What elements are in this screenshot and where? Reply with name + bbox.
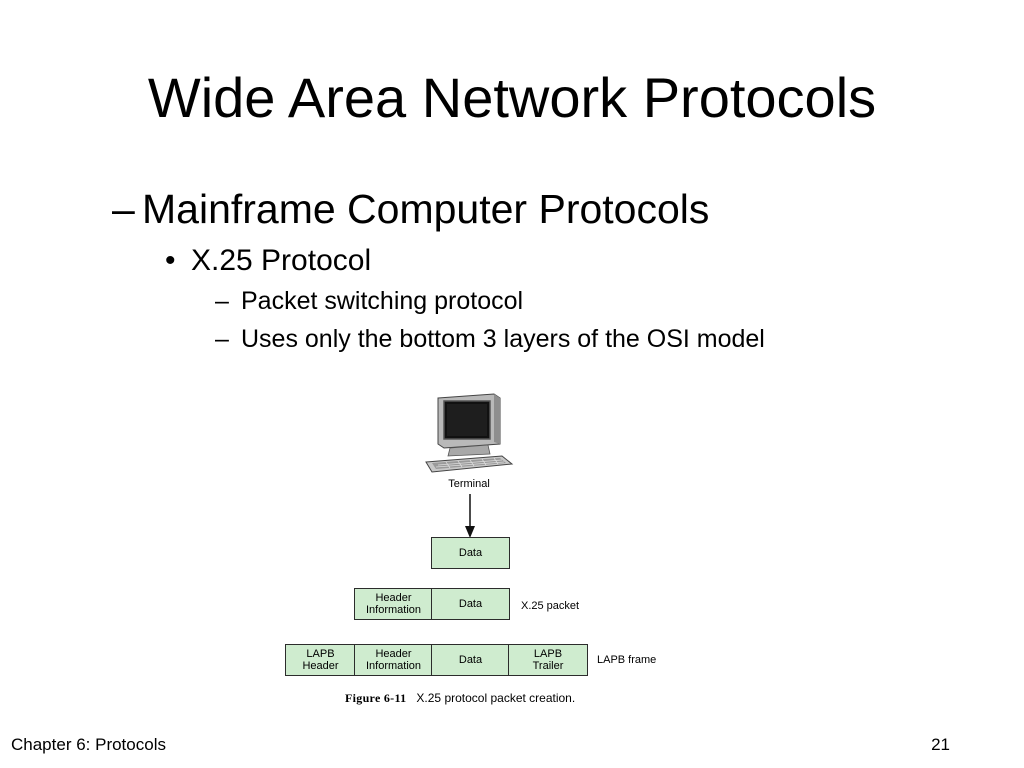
lapb-trailer-box: LAPB Trailer: [508, 644, 588, 676]
dash-marker: –: [215, 325, 229, 353]
arrow-down-icon: [465, 494, 475, 538]
x25-packet-label: X.25 packet: [521, 600, 580, 612]
figure-caption: Figure 6-11 X.25 protocol packet creation…: [345, 691, 575, 706]
bullet-level3-text: Uses only the bottom 3 layers of the OSI…: [241, 325, 765, 353]
header-information-box: Header Information: [354, 588, 433, 620]
bullet-level2-text: X.25 Protocol: [191, 244, 372, 277]
dash-marker: –: [215, 287, 229, 315]
bullet-level3-item: – Packet switching protocol: [215, 286, 781, 316]
bullet-level3-text: Packet switching protocol: [241, 287, 524, 315]
bullet-marker: •: [165, 244, 176, 277]
figure-number: Figure 6-11: [345, 691, 407, 705]
figure-caption-text: X.25 protocol packet creation.: [416, 691, 576, 705]
terminal-computer-icon: [425, 393, 514, 473]
bullet-level2: • X.25 Protocol: [165, 243, 371, 279]
bullet-level1: –Mainframe Computer Protocols: [112, 184, 709, 234]
terminal-label: Terminal: [448, 478, 490, 490]
bullet-level3-item: – Uses only the bottom 3 layers of the O…: [215, 324, 781, 354]
slide-title: Wide Area Network Protocols: [147, 66, 877, 129]
data-box: Data: [431, 588, 510, 620]
data-box: Data: [431, 644, 510, 676]
dash-marker: –: [112, 186, 135, 232]
lapb-header-box: LAPB Header: [285, 644, 356, 676]
bullet-level1-text: Mainframe Computer Protocols: [142, 186, 710, 232]
lapb-frame-label: LAPB frame: [597, 654, 657, 666]
x25-figure: Terminal Data Header Information Data X.…: [285, 390, 665, 712]
footer-chapter: Chapter 6: Protocols: [11, 735, 166, 754]
slide-number: 21: [931, 735, 950, 754]
header-information-box: Header Information: [354, 644, 433, 676]
data-box: Data: [431, 537, 510, 569]
